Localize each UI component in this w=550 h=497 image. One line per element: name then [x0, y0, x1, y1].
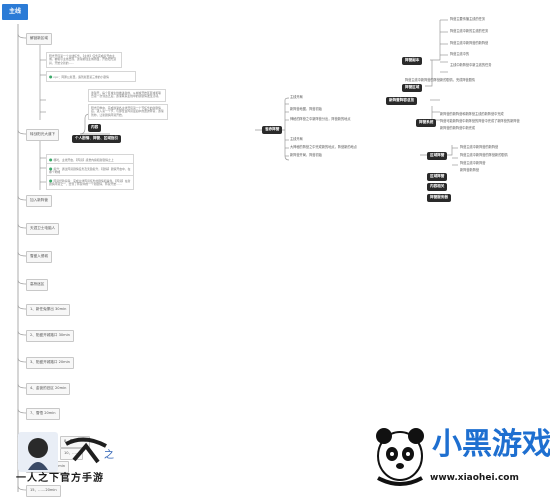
game-title: 一人之下官方手游: [16, 473, 104, 484]
main-node-3[interactable]: 加入新阵营: [26, 195, 52, 207]
check-icon: ●: [49, 166, 53, 171]
right-leaf-4: 阵营主线中的: [450, 52, 470, 56]
right-node-4[interactable]: 阵营系统: [416, 119, 437, 127]
center-item-4: 主线开局: [290, 137, 303, 141]
brand-watermark: 小黑游戏 www.xiaohei.com: [370, 420, 550, 490]
right-leaf-11: 阵营主线中新阵营的阵营新的剧情: [460, 153, 508, 157]
main-node-8[interactable]: 2、阳盛开城路口 30min: [26, 330, 74, 342]
right-leaf-1: 阵营主要传播主线的任务: [450, 17, 486, 21]
check-icon: ●: [49, 157, 53, 162]
main-node-1[interactable]: 解锁新区域: [26, 33, 52, 45]
svg-text:之: 之: [104, 448, 114, 461]
note-1: 阳光开局第一个主线任务，【主线】任务完成后开启主城，被吸引主线出现，逐渐前往主城…: [46, 52, 122, 69]
panda-mascot-icon: [376, 428, 424, 486]
main-node-2[interactable]: 转战阳光大道下: [26, 129, 60, 141]
main-node-13[interactable]: 10、……: [60, 448, 84, 460]
main-node-6[interactable]: 高桥迷区: [26, 279, 49, 291]
brand-name: 小黑游戏: [432, 427, 550, 462]
main-node-4[interactable]: 天涯卫士电脑人: [26, 223, 60, 235]
right-leaf-9: 新阵营的新阵营中新完成: [440, 126, 476, 130]
note-4: 阳光四季中，完成逐渐各主线开局第一个节任务的新剧情后，进入第一个节，与那位白阵营…: [88, 104, 168, 121]
center-item-6: 新阵营开局，阵营初始: [290, 153, 322, 157]
main-node-5[interactable]: 雪盛入侵城: [26, 251, 52, 263]
right-node-7[interactable]: 内容相关: [427, 183, 448, 191]
right-node-1[interactable]: 阵营副本: [402, 57, 423, 65]
right-leaf-7: 新阵营的新阵营和新阵营主线的新阵营中完成: [440, 112, 504, 116]
main-node-9[interactable]: 3、阳盛开城路口 20min: [26, 357, 74, 369]
sub-note-3: ●阵营经验获得：完成主线阵营任务的剧情和事件，【阵营】在新剧情阵营之一，给到了阵…: [46, 175, 134, 190]
main-node-7[interactable]: 1、新任兔擦出 30min: [26, 304, 71, 316]
sub-note-2-text: 提升：通过阵营剧情任务及奖励提升，【剧情】剧情开启中，在哪个地域: [49, 167, 131, 175]
right-node-2[interactable]: 阵营区域: [402, 84, 423, 92]
guide-label[interactable]: 个人剧情、阵营、区域指引: [72, 135, 122, 143]
right-leaf-12: 阵营主线中新阵营: [460, 161, 486, 165]
brand-url[interactable]: www.xiaohei.com: [430, 473, 519, 483]
right-leaf-13: 新阵营新阵营: [460, 168, 480, 172]
center-item-5: 大神秘的阵营之中完成新的地点，阵营新的地点: [290, 145, 357, 149]
sub-note-3-text: 阵营经验获得：完成主线阵营任务的剧情和事件，【阵营】在新剧情阵营之一，给到了阵营…: [49, 179, 131, 187]
sub-note-1-text: 哪吒，主线开启，【阵营】感觉内容和新剧情之上: [53, 158, 114, 162]
center-node[interactable]: 雀赤阵营: [262, 126, 283, 134]
center-item-3: 神秘的阵营之中新阵营分出，阵营新的地点: [290, 117, 351, 121]
game-logo-art: 之: [18, 432, 114, 472]
center-item-2: 新阵营地图、阵营初始: [290, 107, 322, 111]
right-leaf-6: 阵营主线中新阵营的阵营新的剧情，完成阵营剧情: [405, 78, 476, 82]
content-label[interactable]: 内容: [88, 124, 102, 132]
right-leaf-3: 阵营主线中新阵营的新阵营: [450, 41, 489, 45]
right-leaf-8: 阵营可能新阵营中新阵营的阵营中完成了新阵营的新阵营: [440, 119, 520, 123]
root-node[interactable]: 主线: [2, 4, 29, 20]
main-node-10[interactable]: 4、金锁的旧区 20min: [26, 383, 71, 395]
game-logo: 之 一人之下官方手游: [16, 430, 128, 490]
center-item-1: 主线开局: [290, 95, 303, 99]
right-node-3[interactable]: 新阵营阵容总览: [386, 97, 418, 105]
right-node-5[interactable]: 区域阵营: [427, 152, 448, 160]
check-icon: ●: [49, 178, 53, 183]
note-2-text: npc：阿胖公屋里，遇到屋里第三章的小剧情: [53, 75, 109, 79]
right-leaf-5: 主线中新阵营中新主线的任务: [450, 63, 492, 67]
check-icon: ●: [49, 74, 53, 79]
right-node-6[interactable]: 区域阵营: [427, 173, 448, 181]
right-leaf-2: 阵营主线中新的主线的任务: [450, 29, 489, 33]
main-node-11[interactable]: 7、雪悟 20min: [26, 408, 60, 420]
note-3: 逐渐开，每个区域主线推进新的，从城城开始区区域和联合第一次到达之后，逐渐联系主线…: [88, 89, 166, 102]
right-leaf-10: 阵营主线中新阵营的新阵营: [460, 145, 499, 149]
right-node-8[interactable]: 阵营服务器: [427, 194, 451, 202]
note-2: ●npc：阿胖公屋里，遇到屋里第三章的小剧情: [46, 71, 136, 83]
